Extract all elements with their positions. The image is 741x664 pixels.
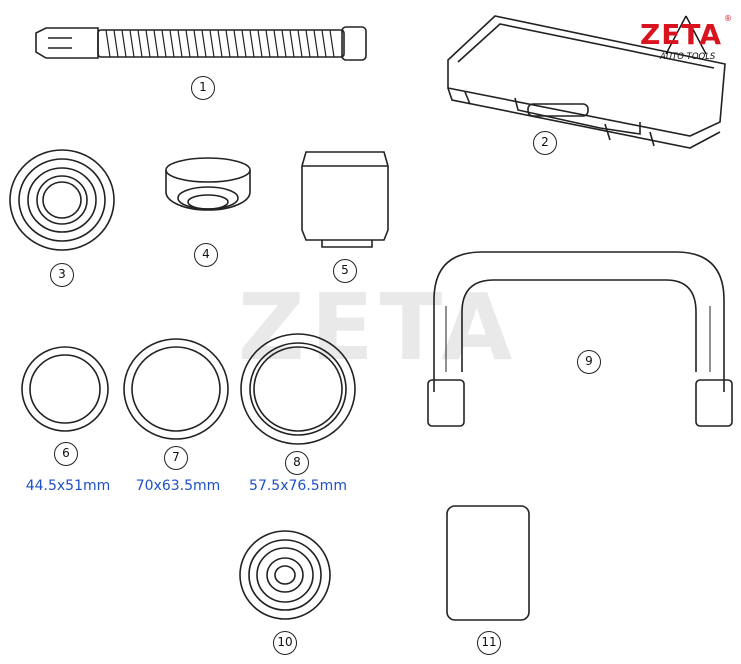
watermark: ZETA [238, 274, 519, 381]
registered-mark: ® [724, 14, 732, 23]
ring-8-illustration [240, 333, 356, 445]
part-number-5: 5 [333, 259, 357, 283]
brand-tagline: AUTO TOOLS [660, 52, 716, 62]
sleeve-illustration [301, 151, 389, 248]
part-number-11: 11 [477, 631, 501, 655]
receiver-illustration [9, 149, 115, 251]
brand-logo: ZETA ® AUTO TOOLS [640, 14, 734, 66]
pressing-cup-illustration [239, 530, 331, 620]
size-label-6: 44.5x51mm [25, 478, 111, 494]
brand-name: ZETA [640, 18, 723, 51]
part-number-4: 4 [194, 243, 218, 267]
part-number-7: 7 [164, 446, 188, 470]
part-number-2: 2 [533, 131, 557, 155]
ring-7-illustration [123, 338, 229, 440]
part-number-3: 3 [50, 263, 74, 287]
part-number-8: 8 [285, 451, 309, 475]
size-label-8: 57.5x76.5mm [249, 478, 347, 494]
case-illustration [447, 15, 726, 149]
part-number-10: 10 [273, 631, 297, 655]
adapter-illustration [165, 157, 251, 211]
part-number-9: 9 [577, 350, 601, 374]
triangle-icon [665, 15, 707, 55]
size-label-7: 70x63.5mm [135, 478, 221, 494]
plate-illustration [446, 505, 530, 621]
frame-illustration [427, 251, 733, 427]
part-number-1: 1 [191, 76, 215, 100]
spindle-illustration [35, 26, 367, 61]
part-number-6: 6 [54, 442, 78, 466]
ring-6-illustration [21, 346, 109, 432]
